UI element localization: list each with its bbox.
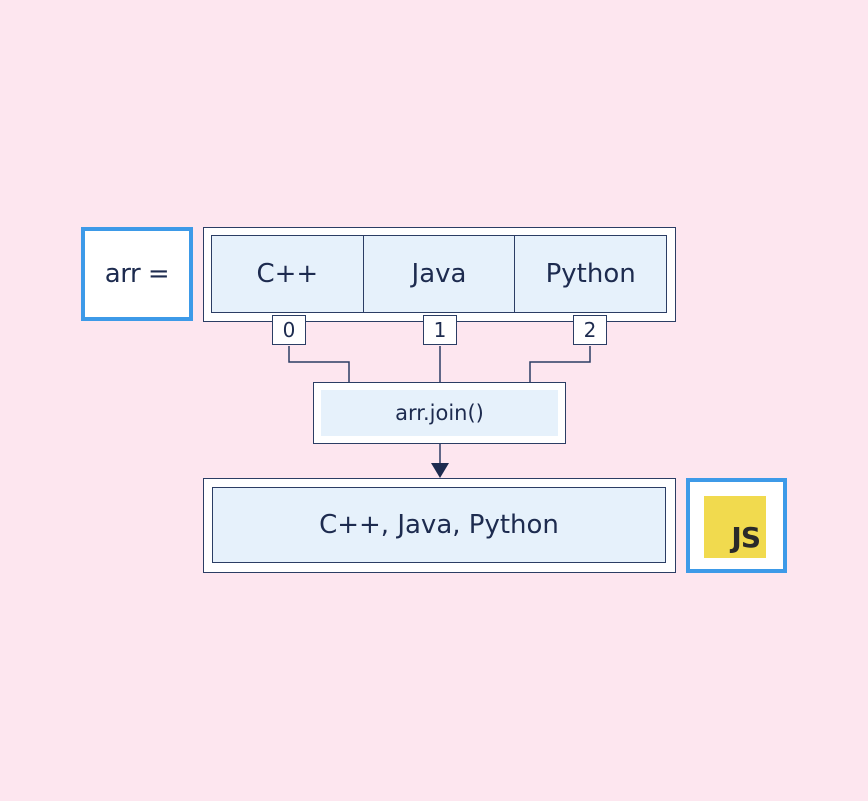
array-element: C++ [256,259,319,289]
array-index: 1 [423,315,457,345]
array-element: Python [514,236,666,312]
array-index: 0 [272,315,306,345]
arrow-head-icon [431,463,449,478]
result-string: C++, Java, Python [212,487,666,563]
variable-label-box: arr = [81,227,193,321]
js-logo-text: JS [731,521,761,554]
array-frame: C++ Java Python [203,227,676,322]
javascript-logo-icon: JS [704,496,766,558]
result-box: C++, Java, Python [203,478,676,573]
array-cells: C++ Java Python [211,235,667,313]
variable-label: arr = [89,235,185,313]
js-logo-frame: JS [686,478,787,573]
join-method-label: arr.join() [321,390,558,436]
connector-index-0 [288,346,350,382]
array-element: Java [362,236,515,312]
join-method-box: arr.join() [313,382,566,444]
connector-index-2 [529,346,591,382]
array-index: 2 [573,315,607,345]
